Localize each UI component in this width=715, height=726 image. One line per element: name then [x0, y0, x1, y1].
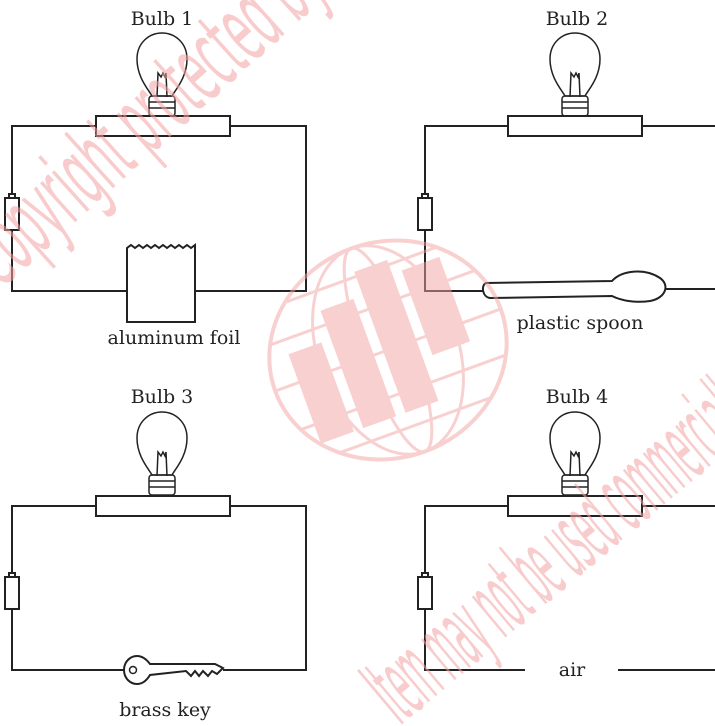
aluminum-foil-icon [126, 243, 196, 323]
watermark-logo [267, 238, 509, 462]
bulb-4-holder [507, 495, 643, 517]
material-1-label: aluminum foil [108, 327, 241, 349]
circuit-4: Bulb 4 air [417, 386, 715, 681]
plastic-spoon-icon [481, 270, 667, 303]
brass-key-icon [122, 654, 225, 686]
circuit-1: Bulb 1 aluminum foil [4, 8, 307, 349]
material-2-label: plastic spoon [517, 312, 644, 334]
watermark-text-top: Copyright protected by IEA [0, 0, 402, 307]
bulb-2-icon [549, 32, 601, 117]
battery-3-icon [4, 572, 20, 610]
bulb-3-holder [95, 495, 231, 517]
bulb-3-label: Bulb 3 [131, 386, 194, 408]
circuit-3: Bulb 3 brass key [4, 386, 307, 721]
material-4-label: air [559, 659, 586, 681]
battery-2-icon [417, 193, 433, 231]
bulb-3-icon [136, 411, 188, 496]
circuit-2: Bulb 2 plastic spoon [417, 8, 715, 334]
bulb-2-label: Bulb 2 [546, 8, 609, 30]
bulb-2-holder [507, 115, 643, 137]
material-3-label: brass key [119, 699, 211, 721]
bulb-4-label: Bulb 4 [546, 386, 609, 408]
bulb-1-label: Bulb 1 [131, 8, 194, 30]
